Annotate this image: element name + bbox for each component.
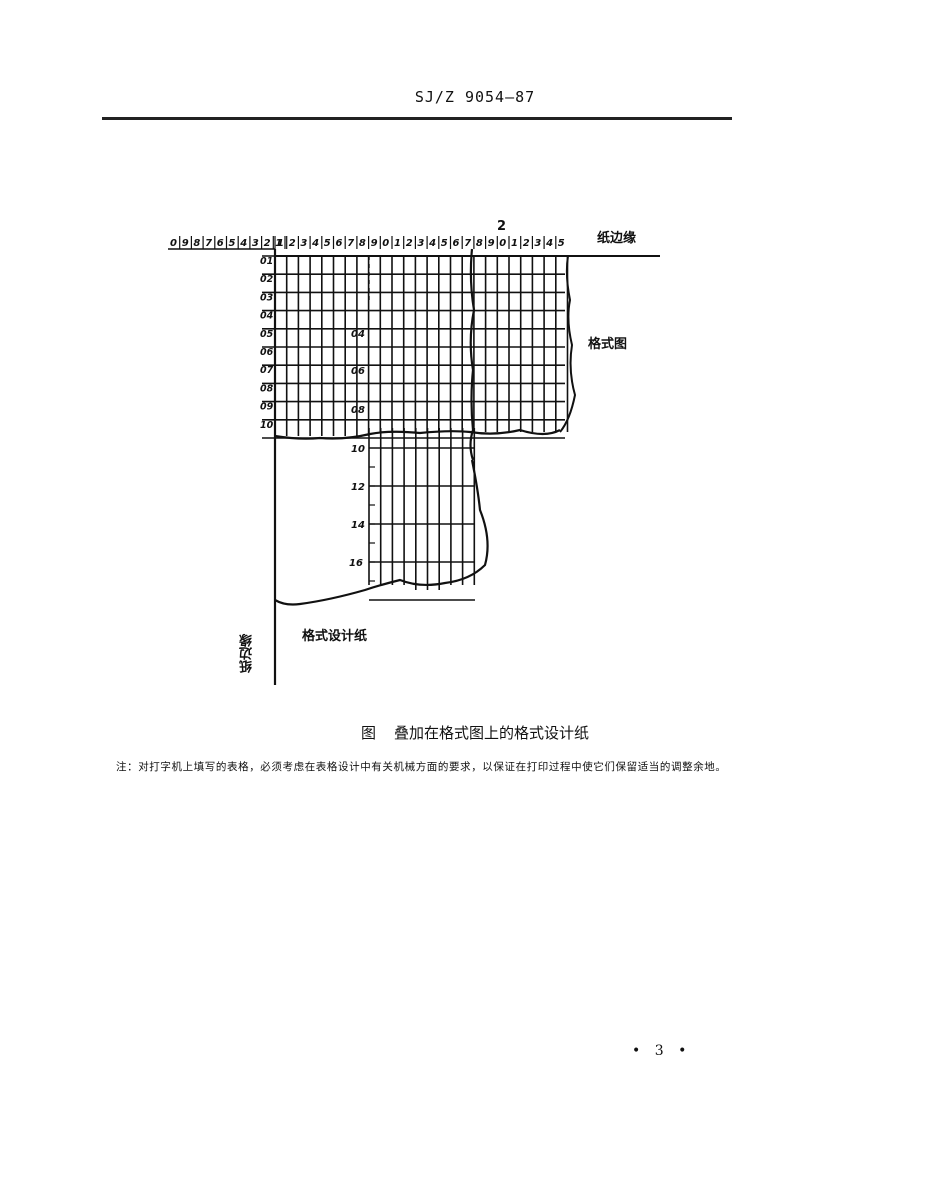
- top-scale-digit: 5: [229, 238, 236, 249]
- top-scale-digit: 1: [275, 238, 282, 249]
- top-scale-digit: 3: [300, 238, 307, 249]
- top-scale-digit: 6: [453, 238, 460, 249]
- top-scale-digit: 2: [264, 238, 271, 249]
- top-scale-digit: 4: [545, 238, 553, 249]
- top-scale-digit: 5: [324, 238, 331, 249]
- row-label-inner: 06: [351, 366, 365, 377]
- figure-title: 叠加在格式图上的格式设计纸: [394, 724, 590, 742]
- row-label-outer: 02: [260, 274, 274, 285]
- top-scale-digit: 5: [558, 238, 565, 249]
- row-label-outer: 09: [260, 402, 274, 413]
- note-paragraph: 注：对打字机上填写的表格，必须考虑在表格设计中有关机械方面的要求，以保证在打印过…: [116, 761, 727, 773]
- row-label-outer: 06: [260, 347, 274, 358]
- row-label-outer: 05: [260, 329, 274, 340]
- top-scale-digit: 7: [464, 238, 471, 249]
- top-scale-digit: 3: [252, 238, 259, 249]
- row-label-inner: 16: [349, 558, 363, 569]
- header-divider: [102, 117, 732, 120]
- top-scale-digit: 9: [488, 238, 495, 249]
- top-scale-digit: 2: [523, 238, 530, 249]
- top-scale-digit: 2: [289, 238, 296, 249]
- top-scale-digit: 4: [428, 238, 436, 249]
- top-scale-digit: 8: [193, 238, 200, 249]
- row-label-outer: 01: [260, 256, 273, 267]
- row-label-inner: 10: [351, 444, 365, 455]
- top-scale-digit: 2: [406, 238, 413, 249]
- top-scale-digit: 3: [534, 238, 541, 249]
- top-scale-digit: 8: [476, 238, 483, 249]
- row-label-inner: 08: [351, 405, 365, 416]
- top-scale-digit: 0: [499, 238, 506, 249]
- top-scale-digit: 7: [205, 238, 212, 249]
- paper-edge-top-label: 纸边缘: [597, 231, 637, 246]
- top-scale-digit: 6: [217, 238, 224, 249]
- format-figure-label: 格式图: [588, 337, 628, 352]
- top-scale-digit: 5: [441, 238, 448, 249]
- top-scale-digit: 6: [336, 238, 343, 249]
- paper-edge-left-label: 纸边缘: [240, 634, 255, 673]
- top-scale-digit: 9: [371, 238, 378, 249]
- row-label-outer: 03: [260, 292, 274, 303]
- figure-prefix: 图: [360, 724, 376, 742]
- top-scale-digit: 0: [382, 238, 389, 249]
- format-design-paper-label: 格式设计纸: [302, 629, 368, 644]
- row-label-outer: 07: [260, 365, 274, 376]
- top-scale-digit: 9: [182, 238, 189, 249]
- row-label-inner: 14: [351, 520, 365, 531]
- top-scale-digit: 4: [239, 238, 247, 249]
- figure-caption: 图叠加在格式图上的格式设计纸: [0, 722, 950, 743]
- row-label-outer: 08: [260, 383, 274, 394]
- top-scale-digit: 4: [311, 238, 319, 249]
- page-number: • 3 •: [632, 1043, 687, 1059]
- top-scale-marker: 2: [497, 219, 507, 234]
- top-scale-digit: 0: [170, 238, 177, 249]
- row-label-inner: 04: [351, 329, 365, 340]
- top-scale-digit: 8: [359, 238, 366, 249]
- row-label-outer: 04: [260, 311, 274, 322]
- top-scale-digit: 3: [417, 238, 424, 249]
- top-scale-digit: 7: [347, 238, 354, 249]
- standard-code: SJ/Z 9054—87: [414, 88, 536, 106]
- row-label-outer: 10: [260, 420, 274, 431]
- top-scale-digit: 1: [394, 238, 401, 249]
- row-label-inner: 12: [351, 482, 365, 493]
- top-scale-digit: 1: [277, 238, 284, 249]
- top-scale-digit: 1: [511, 238, 518, 249]
